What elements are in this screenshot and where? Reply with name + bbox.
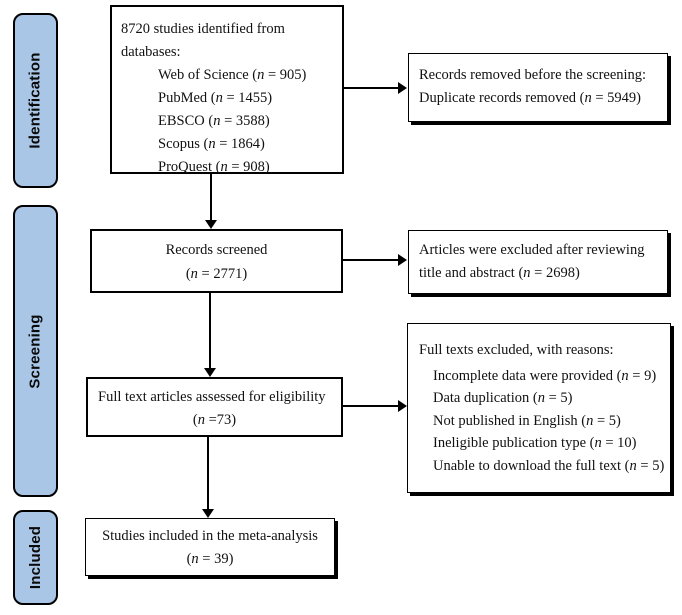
- excluded-title-abstract-line1: Articles were excluded after reviewing: [419, 242, 645, 258]
- excluded-title-abstract-line2: title and abstract (n = 2698): [419, 265, 580, 281]
- exclusion-reason-unable-download: Unable to download the full text (n = 5): [433, 457, 665, 474]
- identified-source-pubmed: PubMed (n = 1455): [158, 90, 273, 106]
- records-removed-line1: Records removed before the screening:: [419, 67, 647, 83]
- stage-included: Included: [13, 510, 58, 605]
- records-removed-line2: Duplicate records removed (n = 5949): [419, 90, 641, 106]
- identified-source-ebsco: EBSCO (n = 3588): [158, 113, 270, 129]
- full-text-assessed-line1: Full text articles assessed for eligibil…: [98, 389, 326, 405]
- included-count: (n = 39): [186, 551, 234, 567]
- arrow-head-down-icon: [202, 509, 214, 518]
- exclusion-reason-ineligible-type: Ineligible publication type (n = 10): [433, 435, 637, 451]
- arrow-line: [343, 405, 399, 407]
- box-excluded-title-abstract: Articles were excluded after reviewing t…: [408, 230, 668, 294]
- arrow-head-down-icon: [204, 368, 216, 377]
- arrow-line: [210, 174, 212, 220]
- full-text-assessed-count: (n =73): [192, 412, 237, 428]
- arrow-line: [344, 87, 399, 89]
- identified-title: 8720 studies identified from databases:: [121, 21, 285, 60]
- arrow-head-down-icon: [205, 220, 217, 229]
- box-records-screened: Records screened (n = 2771): [90, 229, 343, 293]
- box-identified-from-databases: 8720 studies identified from databases: …: [110, 5, 344, 175]
- records-screened-count: (n = 2771): [185, 266, 248, 282]
- stage-screening-label: Screening: [27, 313, 45, 389]
- identified-source-web-of-science: Web of Science (n = 905): [158, 67, 307, 83]
- stage-included-label: Included: [27, 525, 44, 590]
- exclusion-reason-incomplete-data: Incomplete data were provided (n = 9): [433, 367, 657, 384]
- box-records-removed-before-screening: Records removed before the screening: Du…: [408, 53, 668, 122]
- stage-identification: Identification: [13, 13, 58, 188]
- arrow-line: [209, 293, 211, 369]
- arrow-head-right-icon: [398, 82, 407, 94]
- full-text-excluded-title: Full texts excluded, with reasons:: [419, 342, 614, 358]
- exclusion-reason-data-duplication: Data duplication (n = 5): [433, 390, 573, 406]
- identified-source-scopus: Scopus (n = 1864): [158, 136, 265, 152]
- box-full-text-assessed: Full text articles assessed for eligibil…: [86, 377, 343, 437]
- box-full-text-excluded: Full texts excluded, with reasons: Incom…: [407, 323, 671, 493]
- arrow-line: [343, 259, 399, 261]
- identified-source-proquest: ProQuest (n = 908): [158, 159, 270, 175]
- exclusion-reason-not-english: Not published in English (n = 5): [433, 412, 621, 429]
- stage-identification-label: Identification: [27, 52, 45, 149]
- arrow-head-right-icon: [398, 254, 407, 266]
- records-screened-line1: Records screened: [165, 242, 268, 258]
- stage-screening: Screening: [13, 205, 58, 497]
- included-line1: Studies included in the meta-analysis: [102, 528, 318, 544]
- arrow-head-right-icon: [398, 400, 407, 412]
- box-included-meta-analysis: Studies included in the meta-analysis (n…: [85, 518, 335, 576]
- arrow-line: [207, 437, 209, 510]
